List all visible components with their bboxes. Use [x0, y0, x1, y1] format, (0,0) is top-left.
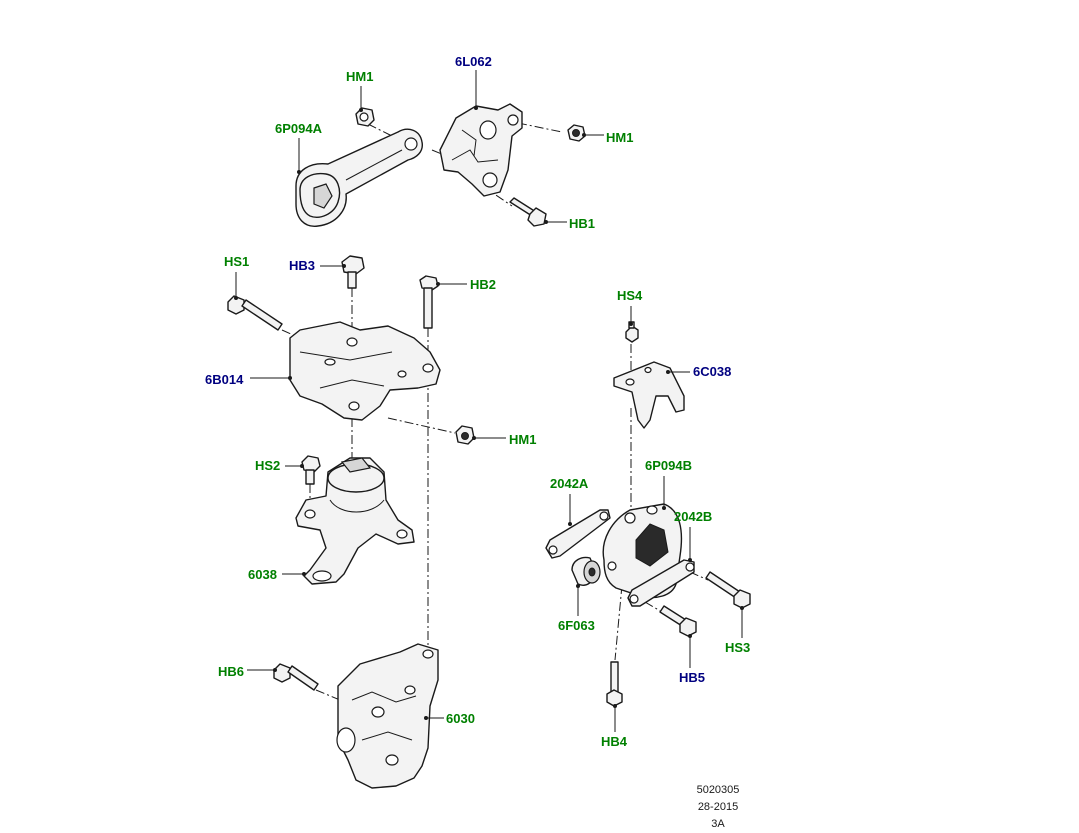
mount-bracket-6b014 — [289, 321, 441, 421]
hs1-bolt — [227, 295, 283, 331]
drawing-number: 5020305 — [696, 784, 740, 796]
callout-hb2[interactable]: HB2 — [470, 277, 497, 292]
bracket-6c038 — [613, 361, 685, 429]
hs3-bolt — [705, 571, 751, 609]
leader-dots — [234, 106, 744, 720]
callout-hb4[interactable]: HB4 — [601, 734, 628, 749]
hm1-nut-right — [567, 124, 586, 142]
hb5-bolt — [659, 605, 697, 637]
callout-6038[interactable]: 6038 — [248, 567, 277, 582]
callout-hs1[interactable]: HS1 — [224, 254, 250, 269]
callout-6p094b[interactable]: 6P094B — [645, 458, 692, 473]
drawing-reference: 5020305 28-2015 3A — [680, 782, 756, 833]
callout-6f063[interactable]: 6F063 — [558, 618, 595, 633]
engine-mount-6038 — [295, 457, 415, 585]
drawing-date-code: 28-2015 — [697, 801, 739, 813]
hb1-bolt — [509, 197, 547, 227]
callout-hb5[interactable]: HB5 — [679, 670, 706, 685]
callout-6b014[interactable]: 6B014 — [205, 372, 244, 387]
link-2042b — [627, 559, 695, 607]
bush-6f063 — [571, 556, 601, 586]
leader-lines — [235, 70, 743, 732]
callout-6p094a[interactable]: 6P094A — [275, 121, 322, 136]
callout-2042a[interactable]: 2042A — [550, 476, 589, 491]
engine-bracket-6030 — [336, 643, 439, 789]
callout-hs2[interactable]: HS2 — [255, 458, 281, 473]
callout-6c038[interactable]: 6C038 — [693, 364, 732, 379]
hb4-bolt — [606, 661, 623, 707]
hb2-bolt — [419, 275, 439, 329]
torque-rod-6p094a — [295, 128, 423, 227]
callout-hb6[interactable]: HB6 — [218, 664, 245, 679]
callout-hs3[interactable]: HS3 — [725, 640, 751, 655]
link-2042a — [545, 509, 611, 559]
callout-hm1-top[interactable]: HM1 — [346, 69, 374, 84]
hs2-bolt — [301, 455, 321, 485]
callout-hs4[interactable]: HS4 — [617, 288, 643, 303]
hb6-bolt — [273, 663, 319, 691]
callout-hb3[interactable]: HB3 — [289, 258, 316, 273]
callout-2042b[interactable]: 2042B — [674, 509, 713, 524]
callout-hm1-mid[interactable]: HM1 — [606, 130, 634, 145]
hm1-nut-middle — [455, 425, 475, 445]
callout-hm1-low[interactable]: HM1 — [509, 432, 537, 447]
callout-6030[interactable]: 6030 — [446, 711, 475, 726]
hb3-bolt — [341, 255, 365, 289]
callout-6l062[interactable]: 6L062 — [455, 54, 492, 69]
callout-hb1[interactable]: HB1 — [569, 216, 596, 231]
bracket-6l062 — [439, 103, 523, 197]
hm1-nut-top — [355, 107, 375, 127]
drawing-sheet: 3A — [711, 818, 725, 830]
